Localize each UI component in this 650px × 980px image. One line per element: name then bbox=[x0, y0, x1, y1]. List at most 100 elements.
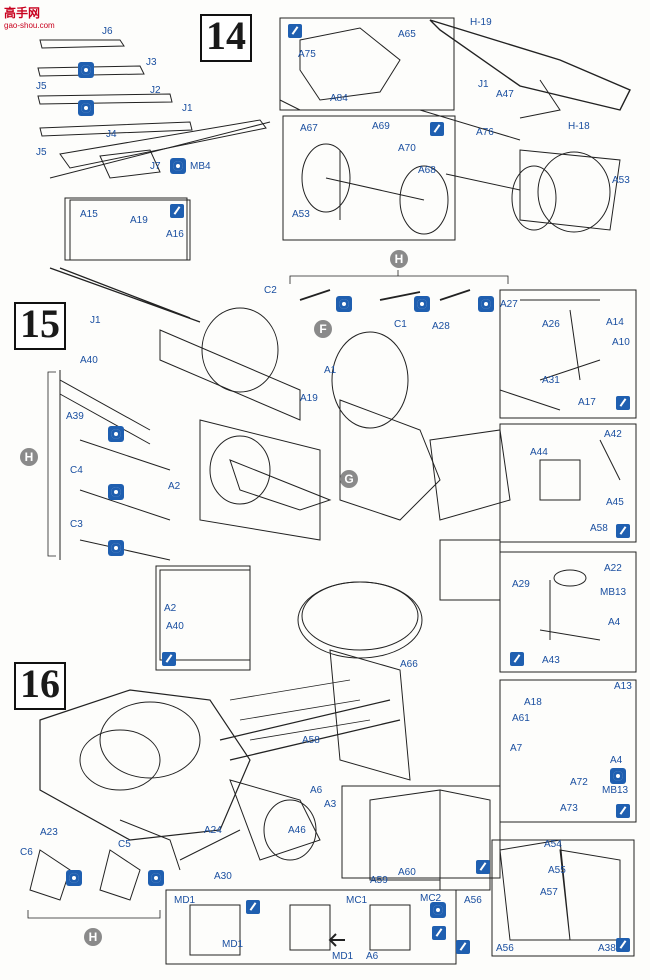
part-label: A45 bbox=[606, 497, 624, 508]
pen-icon bbox=[430, 122, 444, 136]
part-label: A59 bbox=[370, 875, 388, 886]
part-label: A46 bbox=[288, 825, 306, 836]
pen-icon bbox=[616, 524, 630, 538]
part-label: A56 bbox=[464, 895, 482, 906]
part-label: A60 bbox=[398, 867, 416, 878]
part-label: A75 bbox=[298, 49, 316, 60]
part-label: A30 bbox=[214, 871, 232, 882]
cement-icon bbox=[78, 100, 94, 116]
part-label: A43 bbox=[542, 655, 560, 666]
cement-icon bbox=[66, 870, 82, 886]
part-label: C6 bbox=[20, 847, 33, 858]
part-label: MC2 bbox=[420, 893, 442, 904]
pen-icon bbox=[432, 926, 446, 940]
cement-icon bbox=[336, 296, 352, 312]
part-label: A16 bbox=[166, 229, 184, 240]
part-label: C5 bbox=[118, 839, 131, 850]
part-label: A58 bbox=[302, 735, 320, 746]
part-label: A68 bbox=[418, 165, 436, 176]
cement-icon bbox=[78, 62, 94, 78]
part-label: A1 bbox=[324, 365, 337, 376]
part-label: A4 bbox=[608, 617, 621, 628]
part-label: J1 bbox=[478, 79, 489, 90]
part-label: A72 bbox=[570, 777, 588, 788]
part-label: A17 bbox=[578, 397, 596, 408]
cement-icon bbox=[108, 484, 124, 500]
part-label: A47 bbox=[496, 89, 514, 100]
pen-icon bbox=[476, 860, 490, 874]
part-label: A76 bbox=[476, 127, 494, 138]
pen-icon bbox=[510, 652, 524, 666]
part-label: A2 bbox=[164, 603, 177, 614]
part-label: A54 bbox=[544, 839, 562, 850]
part-label: A29 bbox=[512, 579, 530, 590]
part-label: MB13 bbox=[600, 587, 627, 598]
part-label: H-18 bbox=[568, 121, 590, 132]
part-label: A40 bbox=[80, 355, 98, 366]
part-label: A18 bbox=[524, 697, 542, 708]
step-16-number: 16 bbox=[14, 662, 66, 710]
watermark-logo: 高手网 gao-shou.com bbox=[4, 6, 55, 30]
part-label: J1 bbox=[90, 315, 101, 326]
part-label: A69 bbox=[372, 121, 390, 132]
pen-icon bbox=[162, 652, 176, 666]
part-label: A7 bbox=[510, 743, 523, 754]
part-label: A40 bbox=[166, 621, 184, 632]
part-label: J7 bbox=[150, 161, 161, 172]
part-label: A53 bbox=[292, 209, 310, 220]
part-label: A53 bbox=[612, 175, 630, 186]
group-f-marker: F bbox=[314, 320, 332, 338]
part-label: A14 bbox=[606, 317, 624, 328]
part-label: J2 bbox=[150, 85, 161, 96]
part-label: MD1 bbox=[222, 939, 244, 950]
cement-icon bbox=[170, 158, 186, 174]
part-label: A84 bbox=[330, 93, 348, 104]
pen-icon bbox=[288, 24, 302, 38]
part-label: A44 bbox=[530, 447, 548, 458]
part-label: J1 bbox=[182, 103, 193, 114]
pen-icon bbox=[246, 900, 260, 914]
part-label: J6 bbox=[102, 26, 113, 37]
group-g-marker: G bbox=[340, 470, 358, 488]
group-h-marker-bottom: H bbox=[84, 928, 102, 946]
part-label: A2 bbox=[168, 481, 181, 492]
part-label: J5 bbox=[36, 147, 47, 158]
part-label: MB13 bbox=[602, 785, 629, 796]
part-label: A42 bbox=[604, 429, 622, 440]
part-label: A6 bbox=[310, 785, 323, 796]
part-label: A3 bbox=[324, 799, 337, 810]
pen-icon bbox=[456, 940, 470, 954]
part-label: A15 bbox=[80, 209, 98, 220]
part-label: A13 bbox=[614, 681, 632, 692]
step-14-number: 14 bbox=[200, 14, 252, 62]
part-label: A57 bbox=[540, 887, 558, 898]
part-label: A4 bbox=[610, 755, 623, 766]
cement-icon bbox=[430, 902, 446, 918]
part-label: A38 bbox=[598, 943, 616, 954]
part-label: MC1 bbox=[346, 895, 368, 906]
part-label: A65 bbox=[398, 29, 416, 40]
part-label: A24 bbox=[204, 825, 222, 836]
pen-icon bbox=[616, 804, 630, 818]
part-label: A6 bbox=[366, 951, 379, 962]
part-label: A73 bbox=[560, 803, 578, 814]
part-label: A55 bbox=[548, 865, 566, 876]
part-label: J5 bbox=[36, 81, 47, 92]
part-label: J3 bbox=[146, 57, 157, 68]
cement-icon bbox=[148, 870, 164, 886]
cement-icon bbox=[108, 426, 124, 442]
cement-icon bbox=[414, 296, 430, 312]
part-label: A23 bbox=[40, 827, 58, 838]
part-label: J4 bbox=[106, 129, 117, 140]
part-label: A39 bbox=[66, 411, 84, 422]
part-label: A66 bbox=[400, 659, 418, 670]
part-label: H-19 bbox=[470, 17, 492, 28]
part-label: C2 bbox=[264, 285, 277, 296]
part-label: A56 bbox=[496, 943, 514, 954]
cement-icon bbox=[610, 768, 626, 784]
cement-icon bbox=[108, 540, 124, 556]
part-label: MD1 bbox=[332, 951, 354, 962]
part-label: A22 bbox=[604, 563, 622, 574]
step-15-number: 15 bbox=[14, 302, 66, 350]
